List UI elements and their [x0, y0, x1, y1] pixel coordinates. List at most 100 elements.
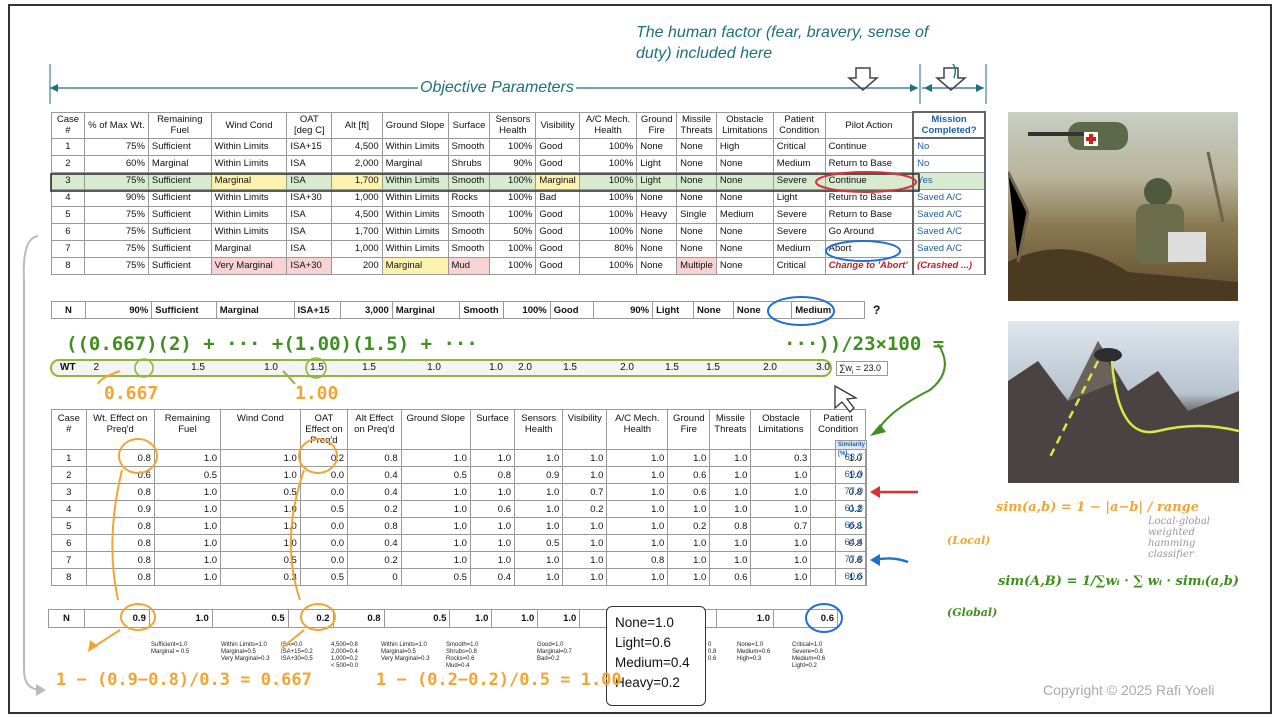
wt-label: WT — [60, 362, 76, 373]
weights-row — [50, 359, 832, 377]
case-cell: Smooth — [447, 222, 491, 241]
case-header-cell: OAT [deg C] — [286, 111, 333, 139]
similarity-cell: 1.0 — [153, 517, 222, 535]
case-cell: Within Limits — [210, 188, 288, 207]
similarity-cell: 1.0 — [750, 551, 812, 569]
scale-note-alt: 4,500=0.8 2,000=0.4 1,000=0.2 < 500=0.0 — [331, 642, 359, 669]
case-header-cell: Wind Cond — [210, 111, 288, 139]
case-cell: 1 — [51, 137, 85, 156]
case-cell: No — [912, 154, 986, 173]
new-case-cell: Light — [652, 301, 695, 319]
similarity-value: 61.8 — [835, 501, 867, 518]
new-case-cell: Good — [549, 301, 594, 319]
case-cell: Within Limits — [381, 222, 449, 241]
case-cell: 100% — [489, 205, 537, 224]
similarity-cell: 0.6 — [469, 500, 516, 518]
weight-value: 3.0 — [816, 362, 830, 373]
similarity-cell: 1.0 — [709, 500, 752, 518]
case-header-cell: % of Max Wt. — [83, 111, 149, 139]
similarity-cell: 1.0 — [514, 500, 564, 518]
case-cell: Marginal — [535, 171, 580, 190]
case-cell: 4 — [51, 188, 85, 207]
similarity-cell: 0.0 — [299, 551, 349, 569]
case-cell: Sufficient — [147, 188, 212, 207]
similarity-cell: 0.0 — [299, 483, 349, 501]
legend-entry: Light=0.6 — [615, 635, 671, 650]
similarity-cell: 1.0 — [400, 551, 471, 569]
similarity-cell: 8 — [51, 568, 87, 586]
similarity-cell: 1.0 — [709, 483, 752, 501]
similarity-cell: 1.0 — [562, 568, 608, 586]
case-cell: 75% — [83, 256, 149, 275]
similarity-cell: 1.0 — [667, 534, 711, 552]
similarity-cell: 1.0 — [562, 551, 608, 569]
case-cell: 90% — [489, 154, 537, 173]
similarity-cell: 1.0 — [606, 568, 669, 586]
case-cell: Saved A/C — [912, 188, 986, 207]
case-cell: 100% — [578, 205, 638, 224]
case-cell: Single — [676, 205, 717, 224]
copyright: Copyright © 2025 Rafi Yoeli — [1043, 682, 1215, 698]
similarity-cell: 0.8 — [606, 551, 669, 569]
case-cell: None — [715, 154, 774, 173]
case-cell: None — [715, 188, 774, 207]
case-cell: ISA+15 — [286, 137, 333, 156]
weight-value: 1.5 — [563, 362, 577, 373]
similarity-cell: 1.0 — [400, 483, 471, 501]
case-cell: Continue — [824, 171, 914, 190]
case-header-cell: Visibility — [535, 111, 580, 139]
similarity-cell: 0.0 — [299, 534, 349, 552]
case-cell: 100% — [578, 154, 638, 173]
similarity-cell: 3 — [51, 483, 87, 501]
new-case-cell: ISA+15 — [293, 301, 341, 319]
case-cell: Heavy — [636, 205, 678, 224]
similarity-cell: 1.0 — [153, 449, 222, 467]
similarity-cell: 1.0 — [709, 466, 752, 484]
case-cell: Medium — [715, 205, 774, 224]
similarity-cell: 1.0 — [750, 534, 812, 552]
similarity-cell: 1.0 — [750, 568, 812, 586]
new-case-similarity-cell: 1.0 — [449, 609, 493, 628]
similarity-cell: 1.0 — [562, 534, 608, 552]
case-cell: 5 — [51, 205, 85, 224]
similarity-cell: 0.9 — [85, 500, 155, 518]
case-cell: 4,500 — [331, 205, 383, 224]
case-cell: Saved A/C — [912, 239, 986, 258]
similarity-cell: 0.8 — [85, 483, 155, 501]
case-cell: 3 — [51, 171, 85, 190]
case-cell: Smooth — [447, 239, 491, 258]
similarity-cell: 1.0 — [469, 483, 516, 501]
similarity-cell: 0.3 — [750, 449, 812, 467]
similarity-cell: 1.0 — [606, 483, 669, 501]
similarity-cell: 0.2 — [347, 500, 402, 518]
similarity-cell: 0.0 — [299, 517, 349, 535]
case-cell: 100% — [489, 188, 537, 207]
case-cell: 8 — [51, 256, 85, 275]
case-cell: Saved A/C — [912, 205, 986, 224]
similarity-cell: 1.0 — [667, 500, 711, 518]
mountain-photo — [1008, 321, 1239, 483]
similarity-value: 69.9 — [835, 467, 867, 484]
scale-note-surface: Smooth=1.0 Shrubs=0.8 Rocks=0.6 Mud=0.4 — [446, 642, 479, 669]
similarity-cell: 0.5 — [220, 551, 301, 569]
case-cell: None — [715, 171, 774, 190]
case-cell: 75% — [83, 171, 149, 190]
case-cell: None — [715, 256, 774, 275]
case-cell: Medium — [772, 154, 826, 173]
case-cell: 2 — [51, 154, 85, 173]
new-case-similarity-cell: 1.0 — [148, 609, 213, 628]
case-cell: None — [676, 239, 717, 258]
case-header-cell: Obstacle Limitations — [715, 111, 774, 139]
similarity-cell: 1.0 — [153, 500, 222, 518]
case-cell: Sufficient — [147, 256, 212, 275]
case-cell: Smooth — [447, 171, 491, 190]
case-cell: 6 — [51, 222, 85, 241]
case-cell: Marginal — [381, 154, 449, 173]
